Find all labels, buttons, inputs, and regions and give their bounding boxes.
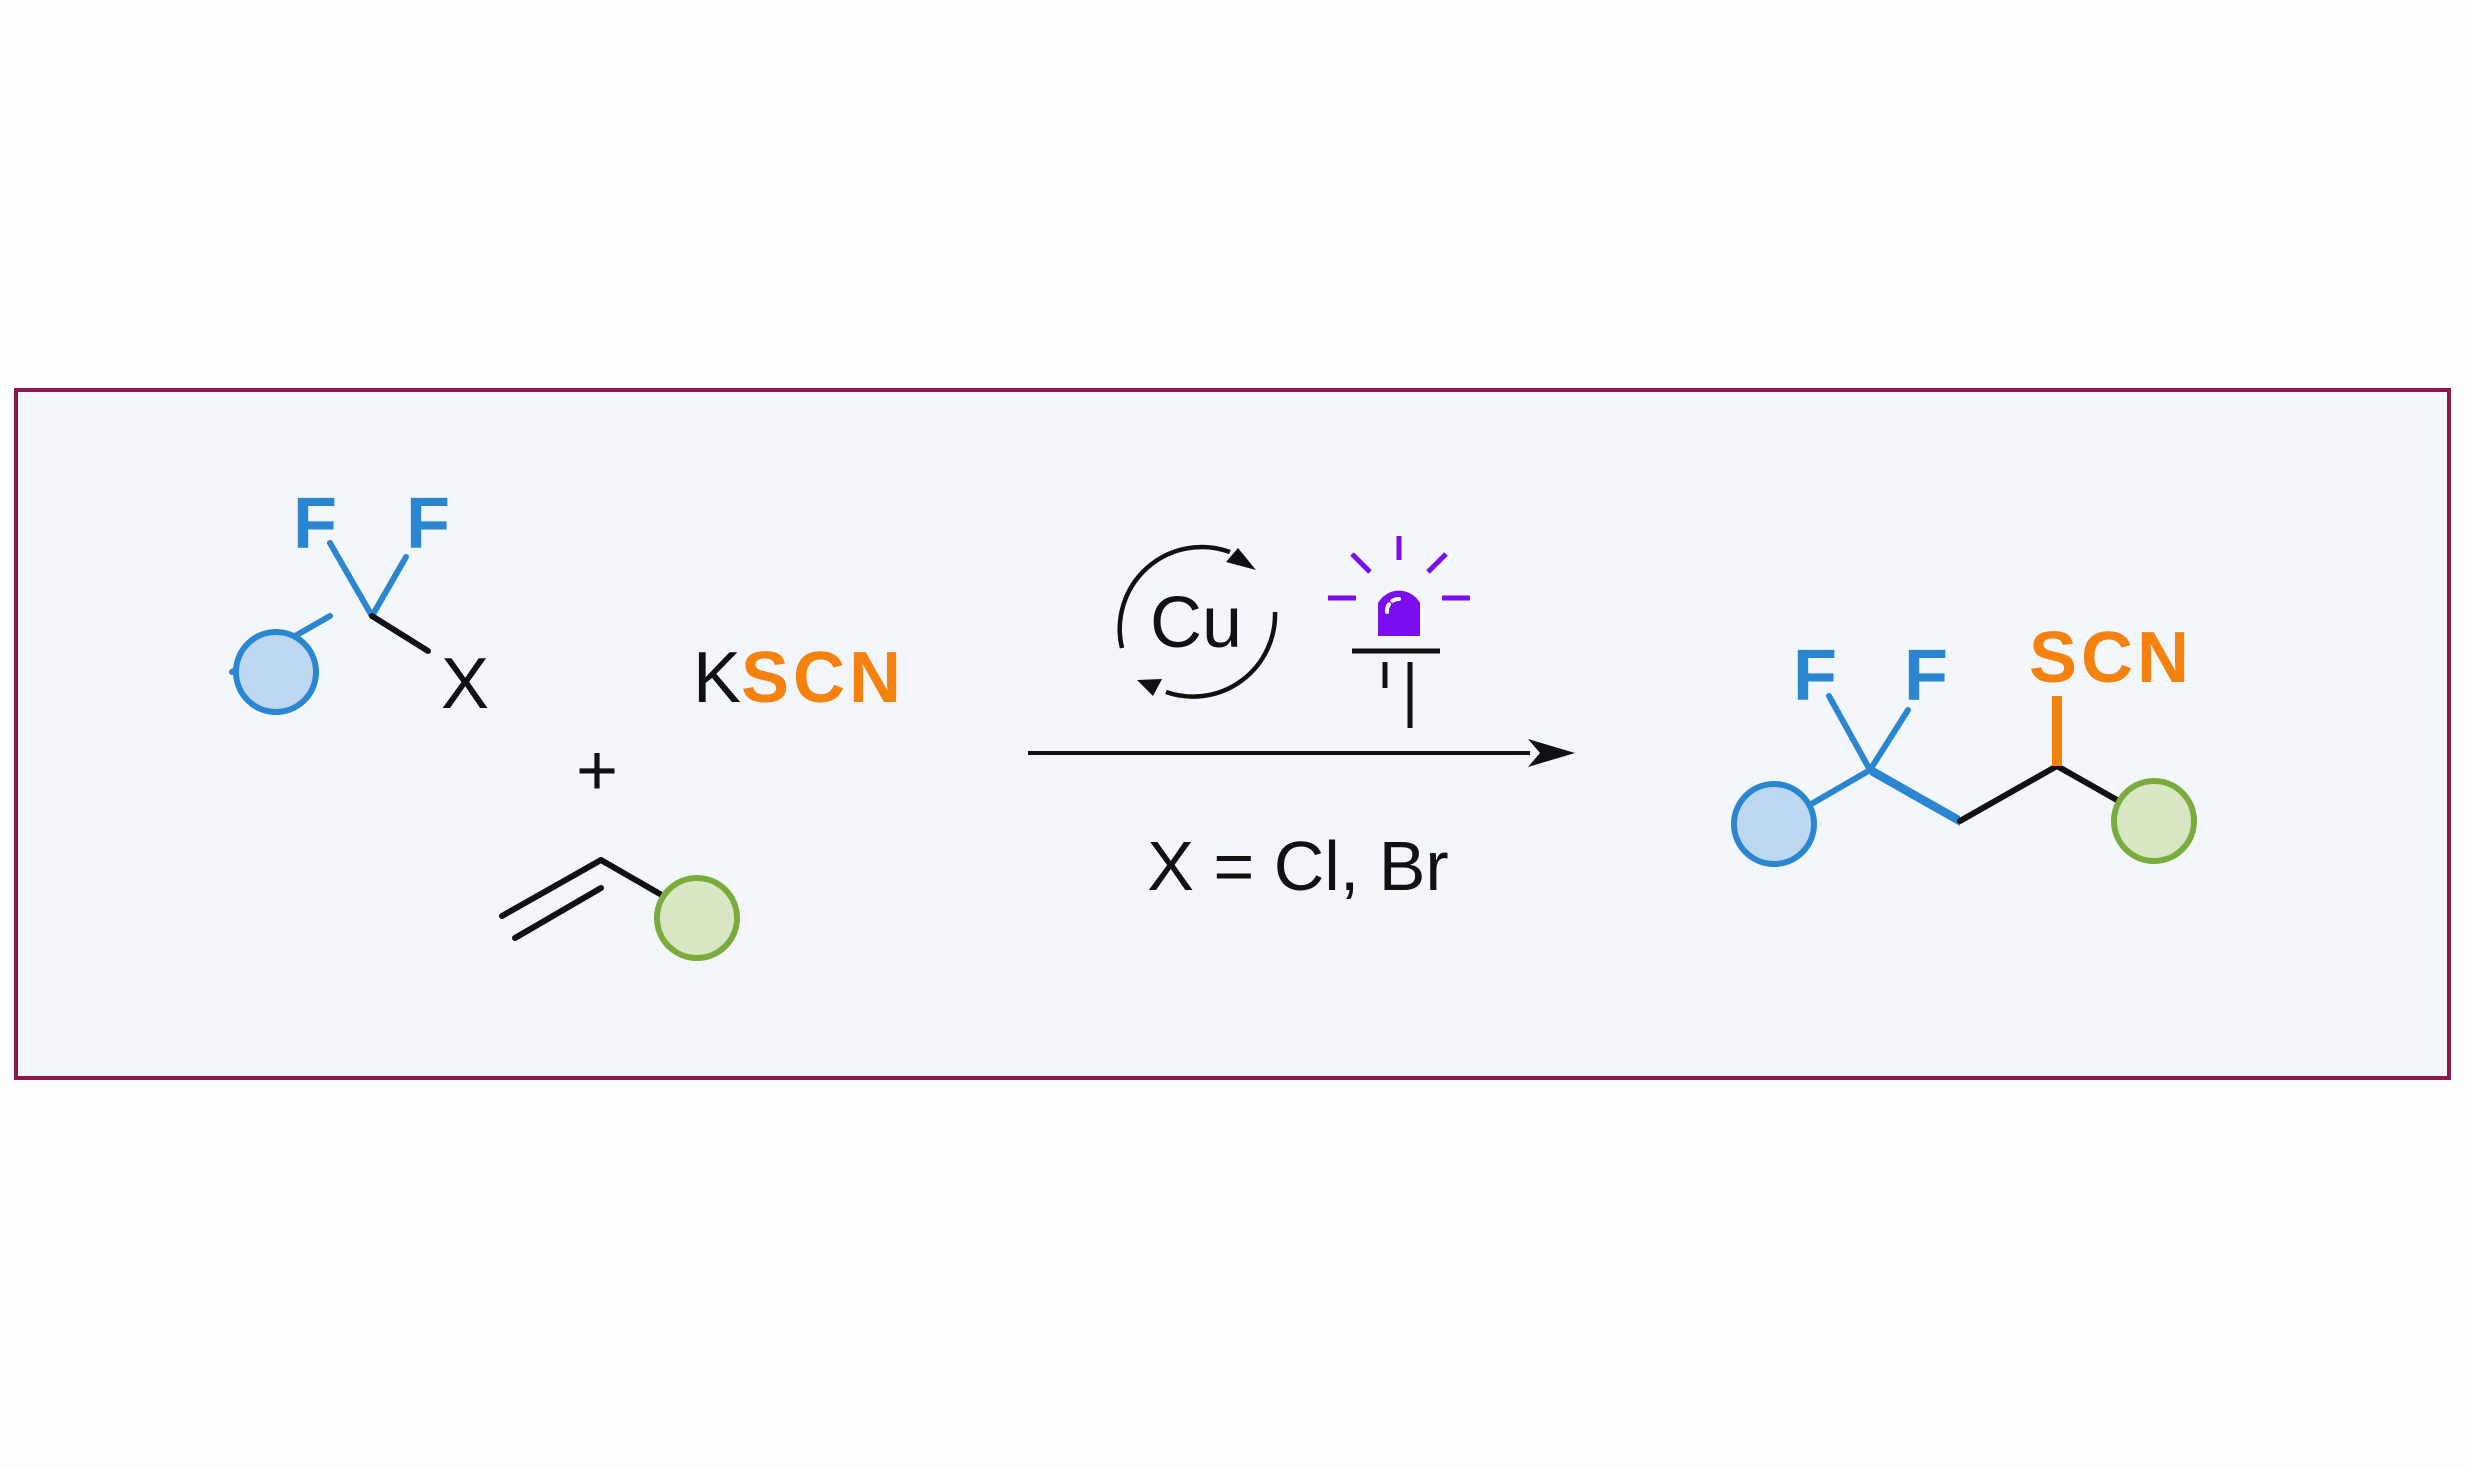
reactant-difluoroalkyl-halide: F F X bbox=[229, 484, 489, 724]
condition-text: X = Cl, Br bbox=[1147, 827, 1448, 905]
potassium-thiocyanate: KSCN bbox=[693, 638, 905, 718]
circle-substituent-blue bbox=[1731, 781, 1817, 867]
potassium-label: K bbox=[693, 638, 741, 718]
circle-substituent-green bbox=[654, 875, 740, 961]
fluorine-label: F bbox=[1793, 636, 1837, 716]
thiocyanate-label: SCN bbox=[2029, 618, 2193, 698]
fluorine-label: F bbox=[293, 484, 337, 564]
reactant-alkene bbox=[499, 857, 740, 961]
circle-substituent-blue bbox=[233, 629, 319, 715]
reaction-arrow bbox=[1028, 739, 1575, 767]
halide-x-label: X bbox=[441, 644, 489, 724]
copper-cycle-icon: Cu bbox=[1117, 544, 1278, 699]
fluorine-label: F bbox=[1904, 636, 1948, 716]
fluorine-label: F bbox=[406, 484, 450, 564]
light-bulb-icon bbox=[1328, 536, 1470, 728]
thiocyanate-label: SCN bbox=[741, 638, 905, 718]
scheme-frame bbox=[14, 388, 2451, 1080]
plus-sign: + bbox=[576, 731, 618, 811]
circle-substituent-green bbox=[2111, 778, 2197, 864]
copper-label: Cu bbox=[1150, 583, 1242, 663]
product-thiocyanate: F F SCN bbox=[1731, 618, 2197, 867]
